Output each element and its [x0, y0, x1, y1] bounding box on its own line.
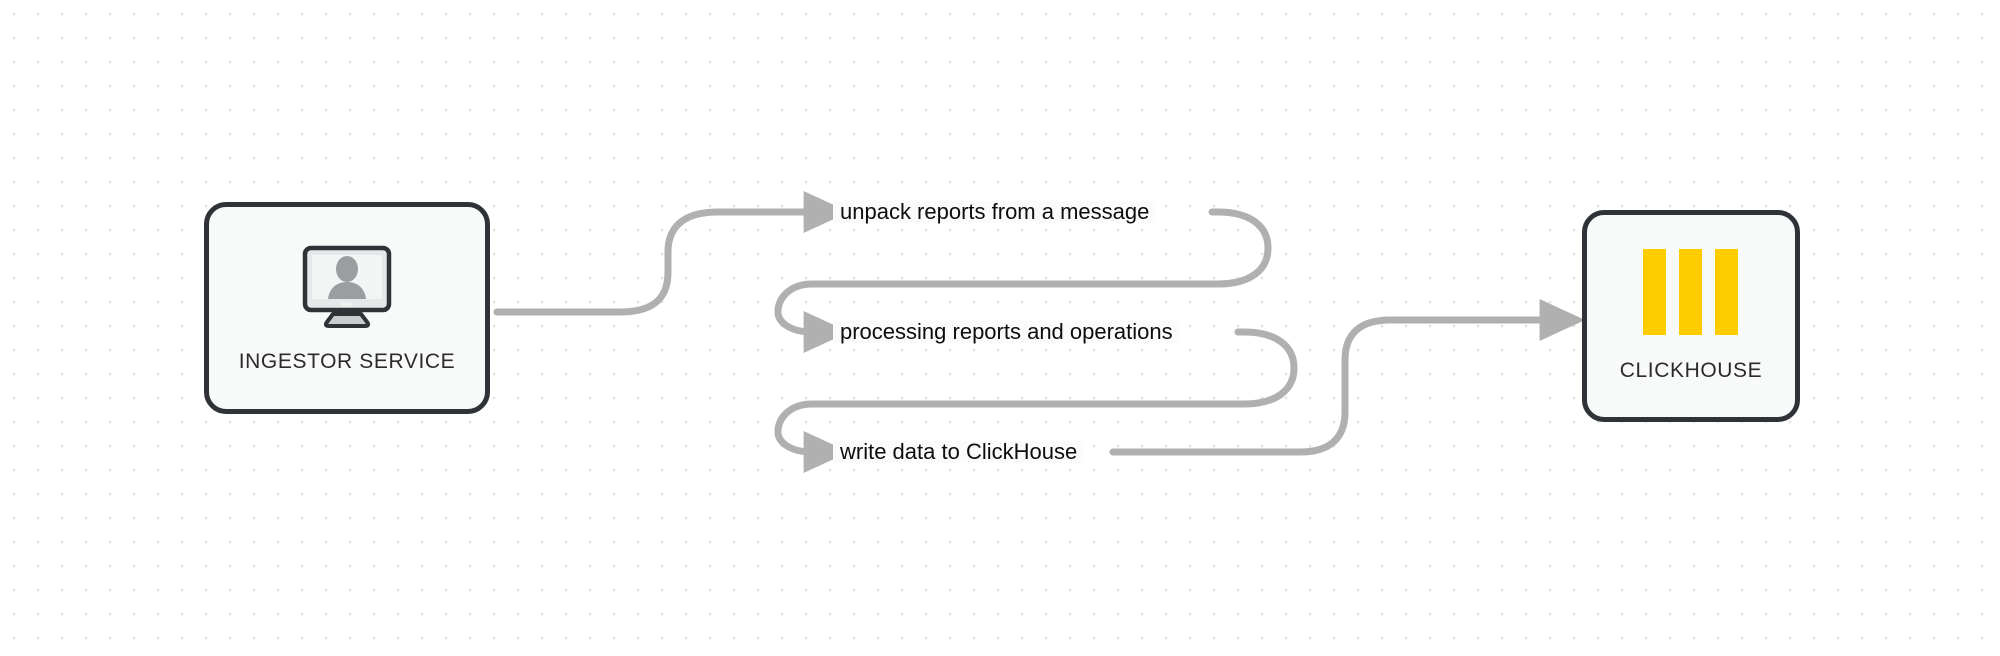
edge-path-1 — [493, 191, 850, 316]
node-clickhouse-label: CLICKHOUSE — [1619, 359, 1763, 382]
edge-label-processing-reports: processing reports and operations — [833, 321, 1180, 343]
edge-path-2 — [774, 280, 850, 353]
node-clickhouse[interactable]: CLICKHOUSE — [1582, 210, 1800, 422]
clickhouse-logo-icon — [1637, 249, 1745, 335]
edge-path-3-to-clickhouse — [1109, 299, 1586, 456]
edge-path-1-return — [818, 208, 1272, 288]
monitor-user-icon — [297, 242, 397, 332]
edge-path-2-return — [818, 328, 1298, 408]
node-ingestor-service[interactable]: INGESTOR SERVICE — [204, 202, 490, 414]
edge-label-unpack-reports: unpack reports from a message — [833, 201, 1157, 223]
node-ingestor-service-label: INGESTOR SERVICE — [238, 350, 456, 373]
edge-label-write-data: write data to ClickHouse — [833, 441, 1085, 463]
edge-path-3 — [774, 400, 850, 473]
